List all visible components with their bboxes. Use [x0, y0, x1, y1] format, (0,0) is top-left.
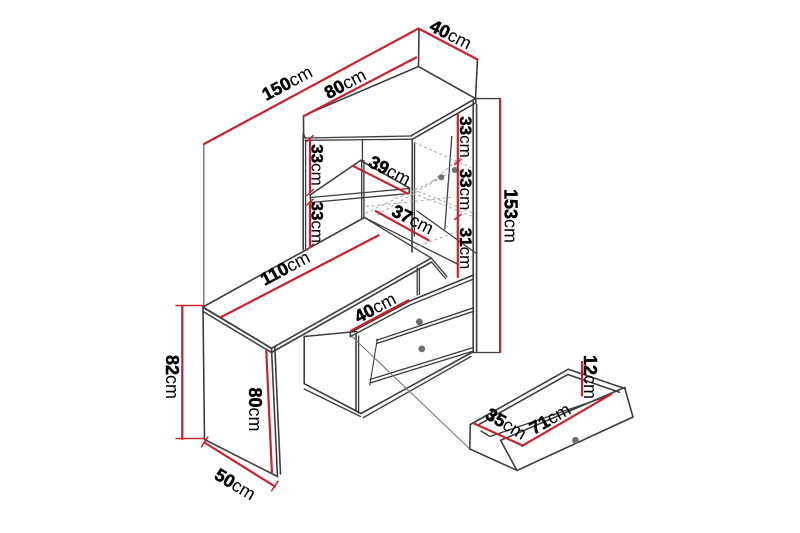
svg-text:33cm: 33cm — [308, 202, 327, 244]
svg-text:12cm: 12cm — [580, 355, 600, 399]
svg-text:153cm: 153cm — [501, 189, 521, 243]
svg-text:33cm: 33cm — [456, 169, 475, 211]
svg-text:82cm: 82cm — [162, 355, 182, 399]
svg-text:33cm: 33cm — [308, 144, 327, 186]
svg-text:31cm: 31cm — [456, 228, 475, 270]
svg-text:80cm: 80cm — [245, 387, 265, 431]
svg-text:33cm: 33cm — [456, 116, 475, 158]
